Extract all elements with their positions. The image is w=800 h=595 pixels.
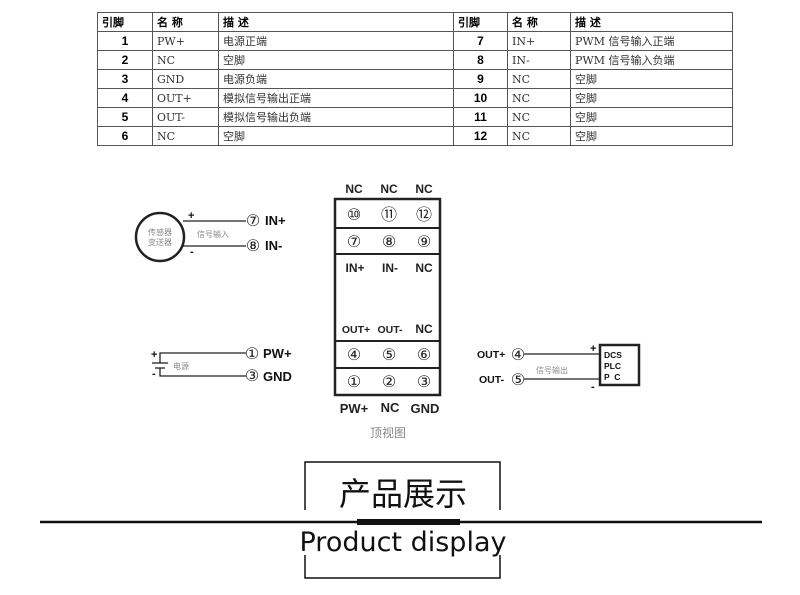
pin-5: ⑤ [511, 372, 525, 389]
pin-name: NC [507, 88, 571, 108]
pin-3: ③ [245, 368, 259, 385]
minus-sign: - [152, 368, 156, 380]
pin-number: 11 [453, 107, 508, 127]
plc-label: PLC [604, 361, 621, 371]
banner-title-cn: 产品展示 [339, 475, 467, 513]
pin-4: ④ [347, 347, 361, 364]
out-minus-label: OUT- [479, 374, 505, 386]
pin-description: 模拟信号输出负端 [218, 107, 454, 127]
dcs-label: DCS [604, 350, 622, 360]
pin-1: ① [245, 346, 259, 363]
pin-name: NC [152, 126, 219, 146]
pin-description: 空脚 [218, 126, 454, 146]
pin-description: PWM 信号输入负端 [570, 50, 733, 70]
minus-sign: - [190, 246, 194, 258]
gnd-label: GND [263, 369, 292, 384]
pin-10: ⑩ [347, 207, 361, 224]
bottom-label: GND [411, 401, 440, 416]
pin-2: ② [382, 374, 396, 391]
pin-1: ① [347, 374, 361, 391]
pin-9: ⑨ [417, 234, 431, 251]
in-minus-label: IN- [265, 238, 282, 253]
plus-sign: + [151, 349, 157, 361]
mid-label: IN- [382, 261, 398, 275]
in-plus-label: IN+ [265, 213, 286, 228]
power-label: 电源 [173, 361, 189, 371]
sensor-label: 变送器 [148, 237, 172, 247]
pin-description: 空脚 [570, 126, 733, 146]
pin-number: 12 [453, 126, 508, 146]
mid-label: NC [415, 261, 433, 275]
pin-3: ③ [417, 374, 431, 391]
bottom-label: NC [381, 400, 400, 415]
sensor-label: 传感器 [148, 227, 172, 237]
plus-sign: + [188, 210, 194, 222]
pin-7: ⑦ [347, 234, 361, 251]
pw-plus-label: PW+ [263, 346, 292, 361]
top-label: NC [415, 182, 433, 196]
mid-label: NC [415, 322, 433, 336]
top-label: NC [380, 182, 398, 196]
minus-sign: - [591, 381, 595, 393]
out-plus-label: OUT+ [477, 349, 505, 361]
plus-sign: + [590, 343, 596, 355]
pin-5: ⑤ [382, 347, 396, 364]
signal-output-label: 信号输出 [536, 365, 568, 375]
pin-8: ⑧ [246, 238, 260, 255]
pin-8: ⑧ [382, 234, 396, 251]
diagram-caption: 顶视图 [370, 425, 406, 440]
signal-input-label: 信号输入 [197, 229, 229, 239]
top-label: NC [345, 182, 363, 196]
mid-label: IN+ [345, 261, 364, 275]
bottom-label: PW+ [340, 401, 369, 416]
mid-label: OUT+ [342, 324, 370, 336]
pin-7: ⑦ [246, 213, 260, 230]
pin-6: ⑥ [417, 347, 431, 364]
banner-title-en: Product display [300, 527, 507, 558]
pin-11: ⑪ [381, 206, 397, 224]
mid-label: OUT- [377, 324, 403, 336]
pin-4: ④ [511, 347, 525, 364]
pin-12: ⑫ [416, 206, 432, 224]
pc-label: P C [604, 372, 620, 382]
pin-name: NC [152, 50, 219, 70]
header-cell: 名 称 [507, 12, 571, 32]
pin-number: 6 [97, 126, 153, 146]
